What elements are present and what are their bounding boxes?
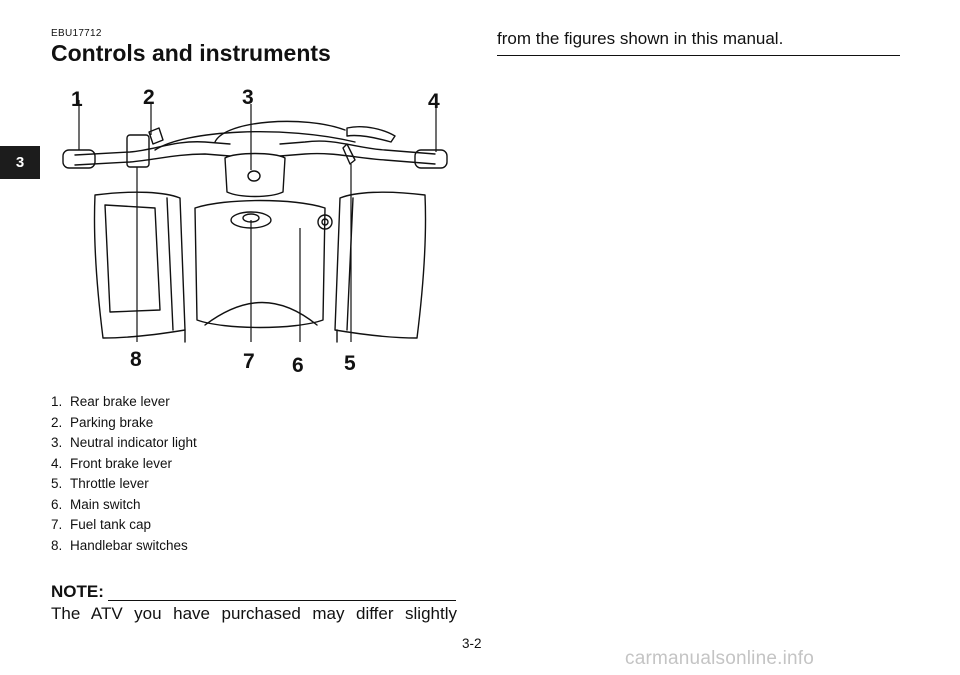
note-text: The ATV you have purchased may differ sl… xyxy=(51,604,457,623)
legend-item: 6.Main switch xyxy=(51,496,141,512)
callout-1: 1 xyxy=(71,88,83,111)
throttle-lever xyxy=(342,143,356,165)
atv-controls-illustration: 1 2 3 4 5 6 7 8 xyxy=(62,86,448,377)
legend-item: 1.Rear brake lever xyxy=(51,394,170,409)
legend-item: 5.Throttle lever xyxy=(51,476,149,491)
legend-item: 2.Parking brake xyxy=(51,414,154,430)
callout-3: 3 xyxy=(242,86,254,109)
document-code: EBU17712 xyxy=(51,28,102,39)
handlebar xyxy=(74,140,436,156)
legend-item: 7.Fuel tank cap xyxy=(51,517,152,532)
watermark: carmanualsonline.info xyxy=(625,648,815,669)
neutral-indicator-light xyxy=(247,170,261,182)
chapter-tab: 3 xyxy=(0,146,40,179)
page-number: 3-2 xyxy=(462,636,482,651)
note-text-continued: from the figures shown in this manual. xyxy=(497,29,784,48)
indicator-housing xyxy=(224,152,286,198)
parking-brake-lever xyxy=(148,127,164,145)
figure-legend: 1.Rear brake lever 2.Parking brake 3.Neu… xyxy=(51,392,197,556)
callout-4: 4 xyxy=(428,90,440,113)
note-header: NOTE: xyxy=(51,580,456,604)
fuel-tank-body xyxy=(194,199,326,329)
handlebar-switch-block xyxy=(126,134,150,168)
callout-6: 6 xyxy=(292,354,304,377)
legend-item: 4.Front brake lever xyxy=(51,455,173,471)
note-label: NOTE: xyxy=(51,582,104,601)
callout-5: 5 xyxy=(344,352,356,375)
right-fender xyxy=(334,191,427,339)
section-title: Controls and instruments xyxy=(51,40,331,66)
callout-7: 7 xyxy=(243,350,255,373)
front-brake-lever xyxy=(346,126,396,143)
legend-item: 3.Neutral indicator light xyxy=(51,435,197,450)
callout-2: 2 xyxy=(143,86,155,109)
legend-item: 8.Handlebar switches xyxy=(51,537,188,553)
left-fender-panel xyxy=(104,204,161,313)
main-switch xyxy=(317,214,333,230)
note-end-divider xyxy=(497,55,900,56)
right-grip xyxy=(414,149,448,169)
note-divider xyxy=(107,600,456,601)
callout-8: 8 xyxy=(130,348,142,371)
